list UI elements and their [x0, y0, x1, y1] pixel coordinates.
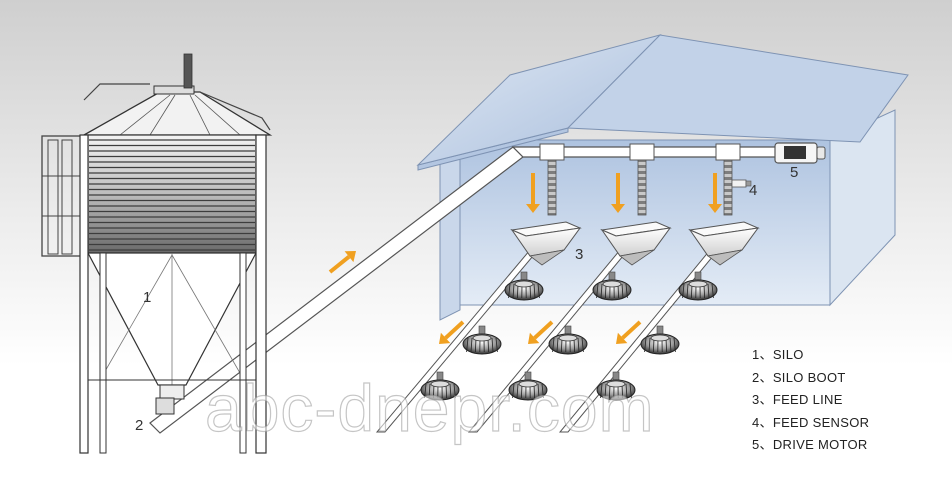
drop-tubes — [539, 143, 752, 216]
silo-leg-left — [79, 134, 89, 454]
silo-boot — [155, 384, 185, 415]
legend-item-silo: 1、SILO — [752, 347, 804, 362]
callout-drive-motor: 5 — [790, 164, 798, 181]
silo-body — [87, 134, 257, 254]
flow-arrow — [526, 173, 540, 213]
feeder-pan — [678, 271, 718, 301]
silo-corrugation — [89, 139, 255, 251]
silo — [41, 53, 273, 454]
drop-tube-3 — [715, 143, 741, 216]
feeder-pan — [548, 325, 588, 355]
legend-item-silo-boot: 2、SILO BOOT — [752, 369, 846, 385]
hopper-2 — [600, 221, 672, 266]
feeder-pans — [420, 271, 718, 401]
feeder-pan — [640, 325, 680, 355]
drive-motor — [774, 142, 826, 164]
feeder-pan — [504, 271, 544, 301]
drop-tube-1 — [539, 143, 565, 216]
hoppers — [510, 221, 760, 266]
drop-tube-2 — [629, 143, 655, 216]
flow-arrow — [611, 173, 625, 213]
barn-roof-right — [566, 34, 909, 143]
flow-arrow — [439, 320, 465, 344]
callout-feed-sensor: 4 — [749, 182, 757, 199]
feeder-pan — [592, 271, 632, 301]
legend-item-drive-motor: 5、DRIVE MOTOR — [752, 437, 868, 452]
feed-sensor — [731, 179, 752, 188]
feeder-pan — [462, 325, 502, 355]
legend-item-feed-sensor: 4、FEED SENSOR — [752, 414, 870, 430]
callout-feed-line: 3 — [575, 246, 583, 263]
flow-arrow — [328, 251, 356, 274]
hopper-3 — [688, 221, 760, 266]
callout-silo: 1 — [143, 289, 151, 306]
legend-item-feed-line: 3、FEED LINE — [752, 392, 843, 407]
flow-arrows — [328, 173, 722, 344]
flow-arrow — [528, 320, 554, 344]
flow-arrow — [708, 173, 722, 213]
feeder-pan — [420, 371, 460, 401]
flow-arrow — [616, 320, 642, 344]
feeder-pan — [508, 371, 548, 401]
hopper-1 — [510, 221, 582, 266]
legend: 1、SILO 2、SILO BOOT 3、FEED LINE 4、FEED SE… — [752, 344, 869, 457]
silo-leg-right — [255, 134, 267, 454]
feeder-pan — [596, 371, 636, 401]
callout-silo-boot: 2 — [135, 417, 143, 434]
barn-left-wall — [439, 149, 461, 321]
